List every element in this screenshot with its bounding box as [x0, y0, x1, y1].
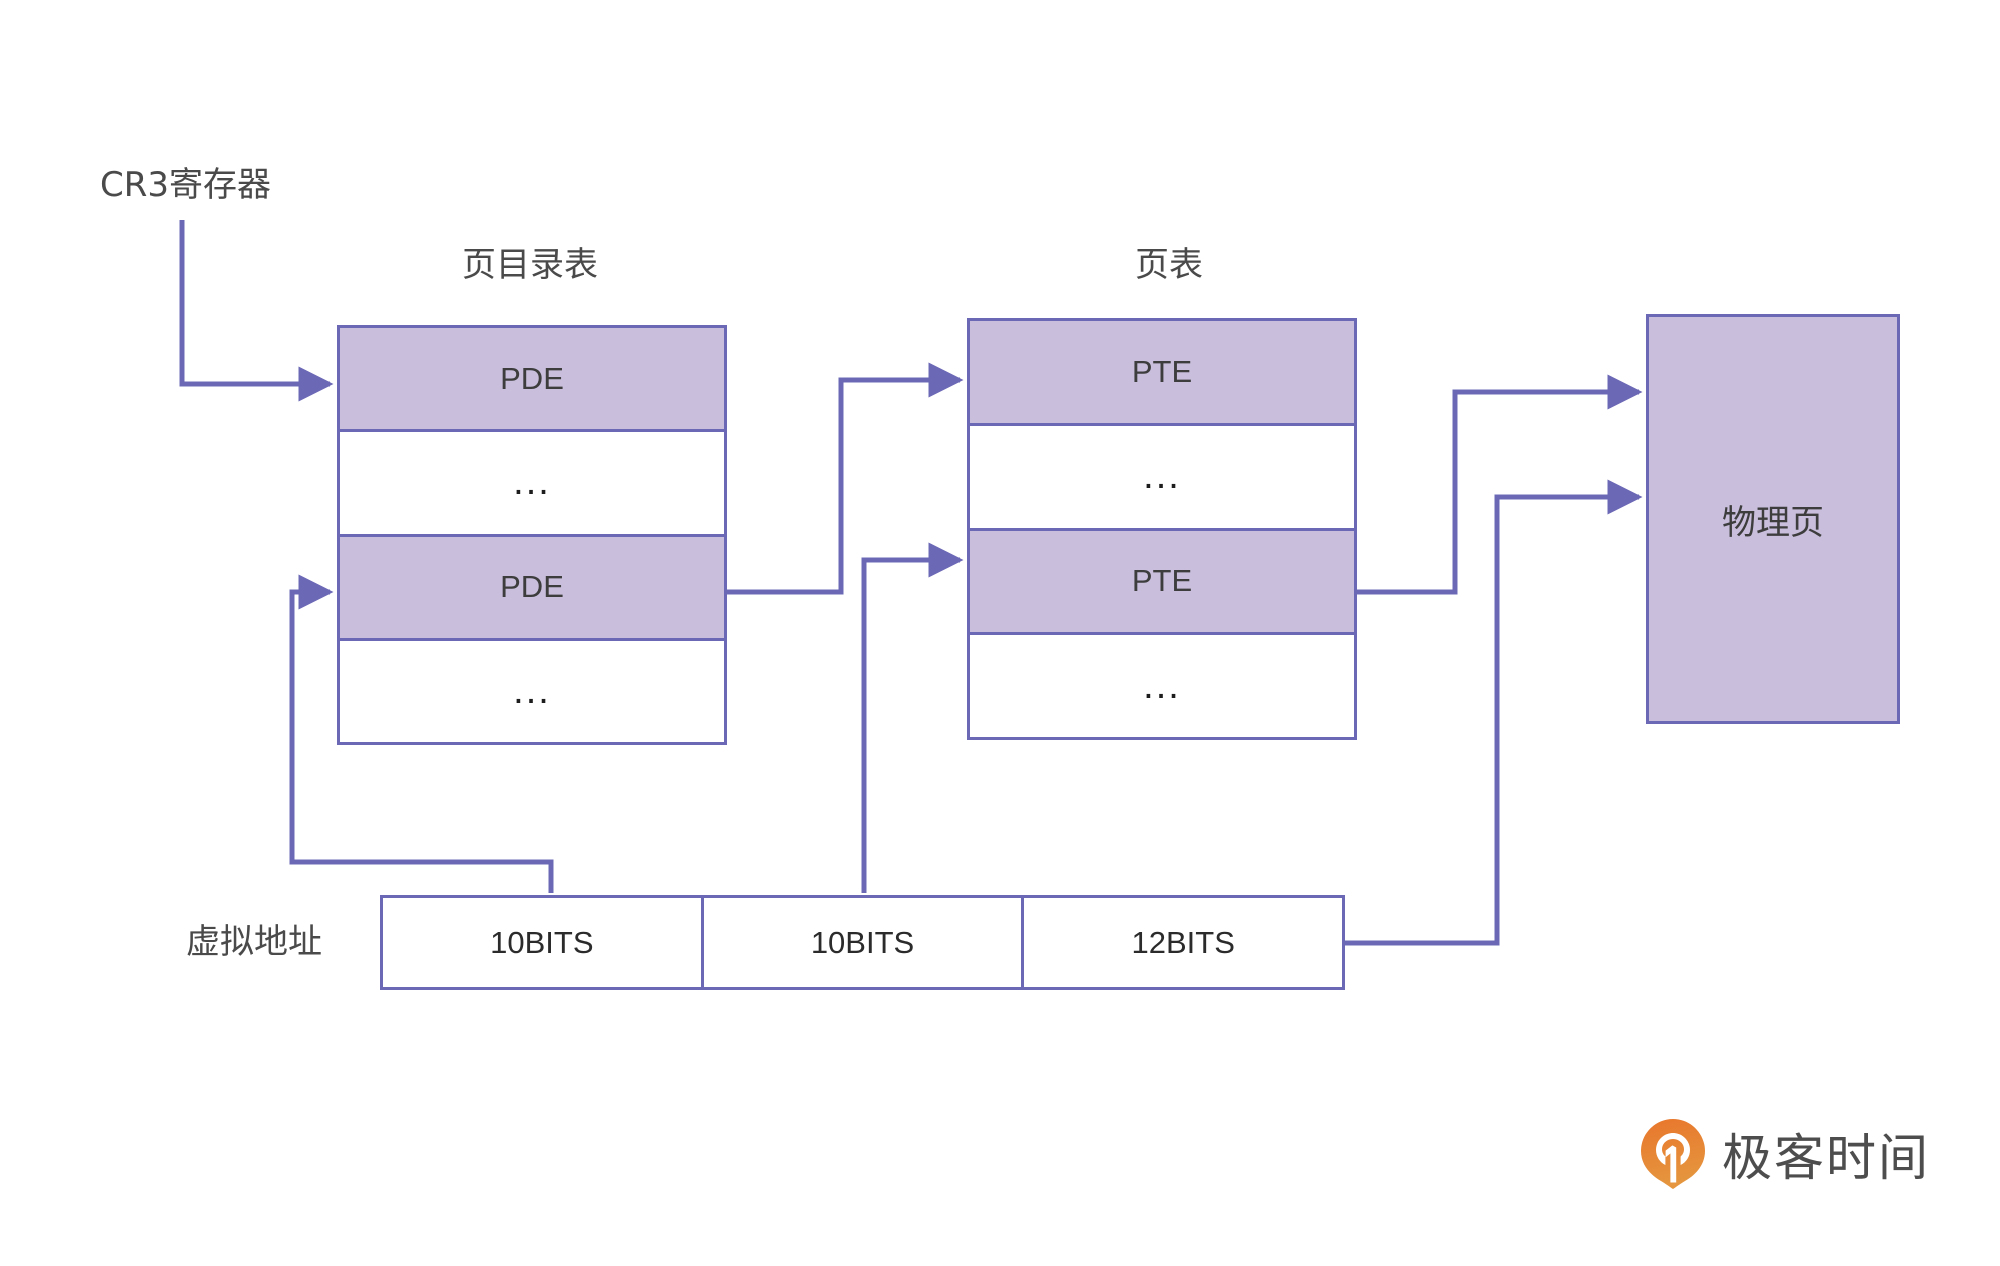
wire-pte3-to-physical: [1357, 374, 1643, 595]
wire-va3-to-physical: [1345, 479, 1643, 946]
brand-watermark: 极客时间: [1640, 1118, 1930, 1190]
page-table-title: 页表: [1135, 245, 1203, 285]
page-table-table: PTE ... PTE ...: [967, 318, 1357, 740]
page-directory-title: 页目录表: [462, 245, 598, 285]
table-row: ...: [340, 640, 724, 742]
virtual-address-label: 虚拟地址: [186, 922, 322, 962]
table-row: PTE: [970, 321, 1354, 426]
table-row: ...: [970, 425, 1354, 531]
virtual-address-field-table-index: 10BITS: [703, 898, 1025, 987]
table-row: PDE: [340, 536, 724, 641]
wire-pde3-to-pte1: [727, 362, 964, 595]
table-row: PTE: [970, 530, 1354, 636]
page-directory-table: PDE ... PDE ...: [337, 325, 727, 745]
wire-va2-to-pte3: [861, 542, 964, 893]
virtual-address-field-directory-index: 10BITS: [383, 898, 704, 987]
virtual-address-field-page-offset: 12BITS: [1024, 898, 1343, 987]
table-row: PDE: [340, 328, 724, 433]
table-row: ...: [340, 432, 724, 537]
virtual-address-bar: 10BITS 10BITS 12BITS: [380, 895, 1345, 990]
wire-cr3-to-pde1: [179, 220, 334, 402]
cr3-register-label: CR3寄存器: [100, 165, 271, 205]
physical-page-box: 物理页: [1646, 314, 1900, 724]
table-row: ...: [970, 635, 1354, 737]
brand-name: 极客时间: [1722, 1129, 1930, 1187]
geektime-logo-icon: [1641, 1119, 1705, 1189]
